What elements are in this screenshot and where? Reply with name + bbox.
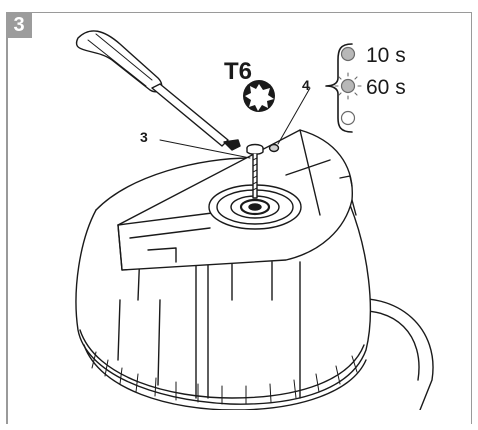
torx-icon bbox=[243, 80, 275, 112]
led-option-60s: 60 s bbox=[366, 76, 406, 99]
led-option-dots bbox=[334, 46, 362, 126]
screw bbox=[246, 143, 264, 199]
callout-4-leader bbox=[277, 87, 311, 145]
callout-3-leader bbox=[159, 139, 251, 159]
step-number-badge: 3 bbox=[6, 12, 32, 38]
led-bracket bbox=[325, 43, 353, 133]
led-dot-off-icon bbox=[340, 110, 356, 126]
led-indicator bbox=[268, 143, 280, 153]
led-dot-blinking-icon bbox=[334, 72, 362, 100]
tool-label: T6 bbox=[224, 58, 252, 85]
frame-left-border bbox=[6, 12, 8, 424]
callout-3-label: 3 bbox=[140, 129, 148, 145]
frame-border bbox=[6, 12, 472, 424]
led-dot-solid-icon bbox=[340, 46, 356, 62]
screwdriver-icon bbox=[75, 30, 241, 151]
led-option-10s: 10 s bbox=[366, 44, 406, 67]
callout-4-label: 4 bbox=[302, 77, 310, 93]
